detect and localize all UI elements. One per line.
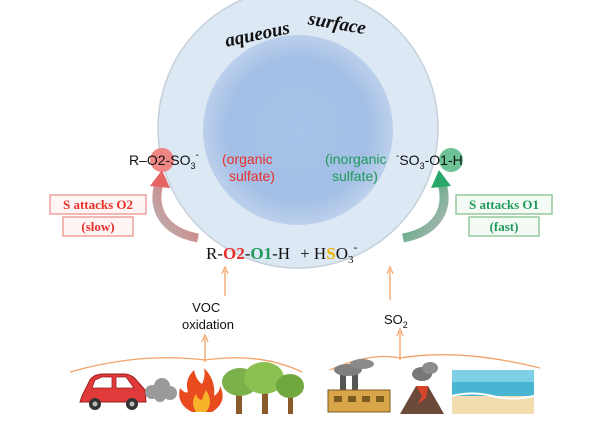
badge-o1-speed: (fast)	[490, 219, 519, 234]
so2-label: SO2	[384, 312, 408, 330]
fire-icon	[179, 368, 223, 412]
right-product: (inorganic sulfate) -SO3-O1-H	[325, 148, 463, 184]
o1-atom-highlight	[439, 148, 463, 172]
car-icon	[79, 373, 147, 410]
left-reaction-arrow	[150, 170, 199, 243]
badge-o2-speed: (slow)	[81, 219, 114, 234]
inorganic-sulfate-caption: (inorganic sulfate)	[325, 151, 390, 184]
s-attacks-o2-badge: S attacks O2 (slow)	[49, 194, 147, 237]
reaction-equation: R-O2-O1-H+ HSO3-	[206, 240, 357, 266]
right-reaction-arrow	[402, 170, 451, 243]
ocean-icon	[451, 370, 535, 414]
badge-o1-title: S attacks O1	[469, 197, 539, 212]
s-attacks-o1-badge: S attacks O1 (fast)	[455, 194, 553, 237]
trees-icon	[222, 362, 304, 414]
badge-o2-title: S attacks O2	[63, 197, 133, 212]
o2-atom-highlight	[150, 148, 174, 172]
factory-icon	[327, 359, 391, 413]
volcano-icon	[400, 362, 444, 414]
smoke-icon	[145, 378, 177, 402]
voc-oxidation-label: VOC oxidation	[182, 300, 234, 332]
right-product-formula: -SO3-O1-H	[396, 151, 463, 171]
left-product: R–O2-SO3- (organic sulfate)	[129, 148, 276, 184]
droplet-inner	[203, 35, 393, 225]
left-product-formula: R–O2-SO3-	[129, 150, 199, 171]
voc-source-brace	[69, 357, 303, 373]
organic-sulfate-caption: (organic sulfate)	[222, 151, 276, 184]
aqueous-droplet	[157, 0, 439, 269]
